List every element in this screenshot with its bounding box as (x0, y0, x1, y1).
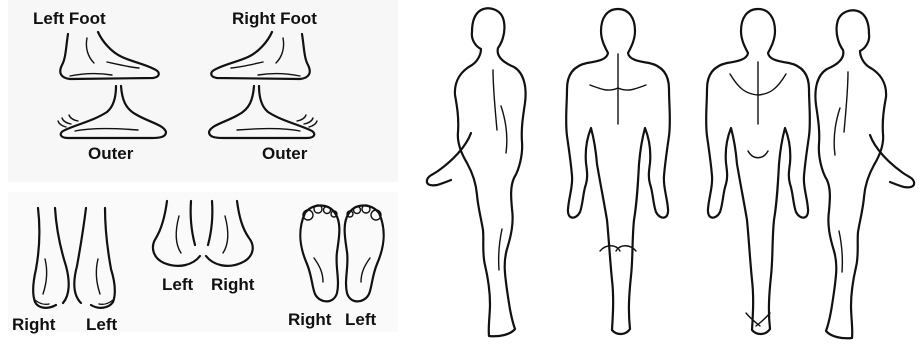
foot-soles-icon (292, 198, 392, 308)
left-foot-side-icon (50, 28, 165, 83)
left-foot-title: Left Foot (33, 10, 106, 27)
front-left-label: Left (86, 316, 117, 333)
back-body-icon (688, 6, 828, 340)
left-outer-foot-icon (55, 85, 170, 140)
left-outer-label: Outer (88, 145, 133, 162)
right-outer-label: Outer (262, 145, 307, 162)
front-feet-icon (25, 204, 125, 312)
right-outer-foot-icon (205, 85, 320, 140)
back-left-label: Left (162, 276, 193, 293)
back-feet-icon (148, 198, 260, 273)
sole-right-label: Right (288, 311, 331, 328)
right-side-body-icon (423, 4, 533, 340)
right-foot-title: Right Foot (232, 10, 317, 27)
right-foot-side-icon (205, 28, 320, 83)
sole-left-label: Left (345, 311, 376, 328)
front-right-label: Right (12, 316, 55, 333)
front-body-icon (548, 6, 688, 340)
back-right-label: Right (211, 276, 254, 293)
left-side-body-icon (808, 6, 918, 340)
